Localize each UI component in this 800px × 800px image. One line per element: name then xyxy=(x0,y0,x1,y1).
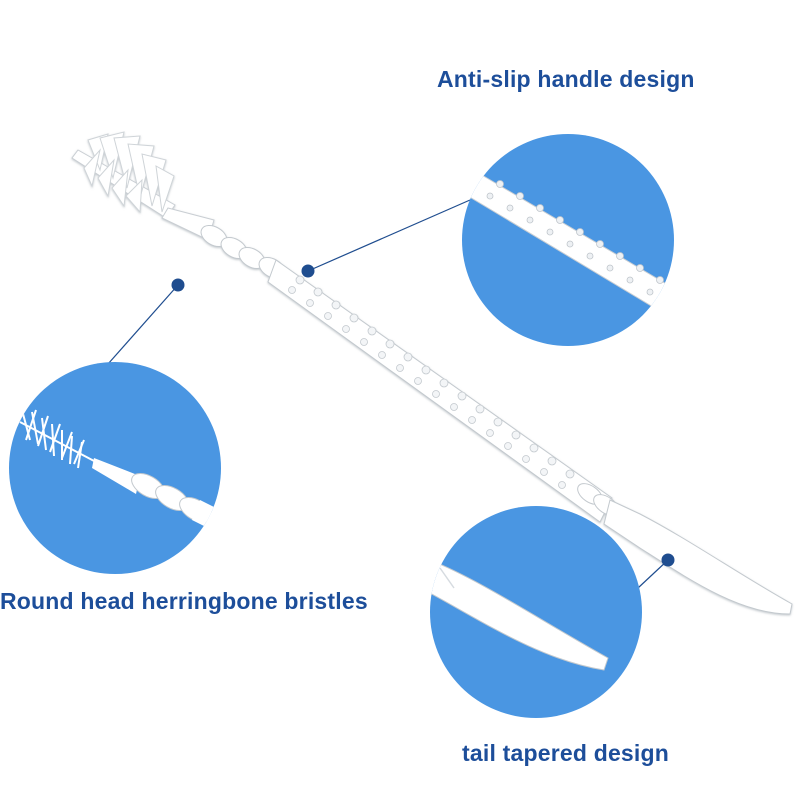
bristle-closeup-icon xyxy=(9,362,221,574)
anti-slip-bumps xyxy=(288,275,575,489)
leader-lines xyxy=(107,199,669,589)
bristles-callout-label: Round head herringbone bristles xyxy=(0,588,368,614)
bristle-head xyxy=(71,131,176,219)
handle-closeup-icon xyxy=(462,134,674,346)
bristles-marker-dot xyxy=(171,278,185,292)
handle-marker-dot xyxy=(301,264,315,278)
handle-callout-label: Anti-slip handle design xyxy=(437,66,695,92)
tail-callout-label: tail tapered design xyxy=(462,740,670,766)
tail-closeup-icon xyxy=(430,506,642,718)
interdental-pick xyxy=(71,131,793,615)
tail-marker-dot xyxy=(661,553,675,567)
